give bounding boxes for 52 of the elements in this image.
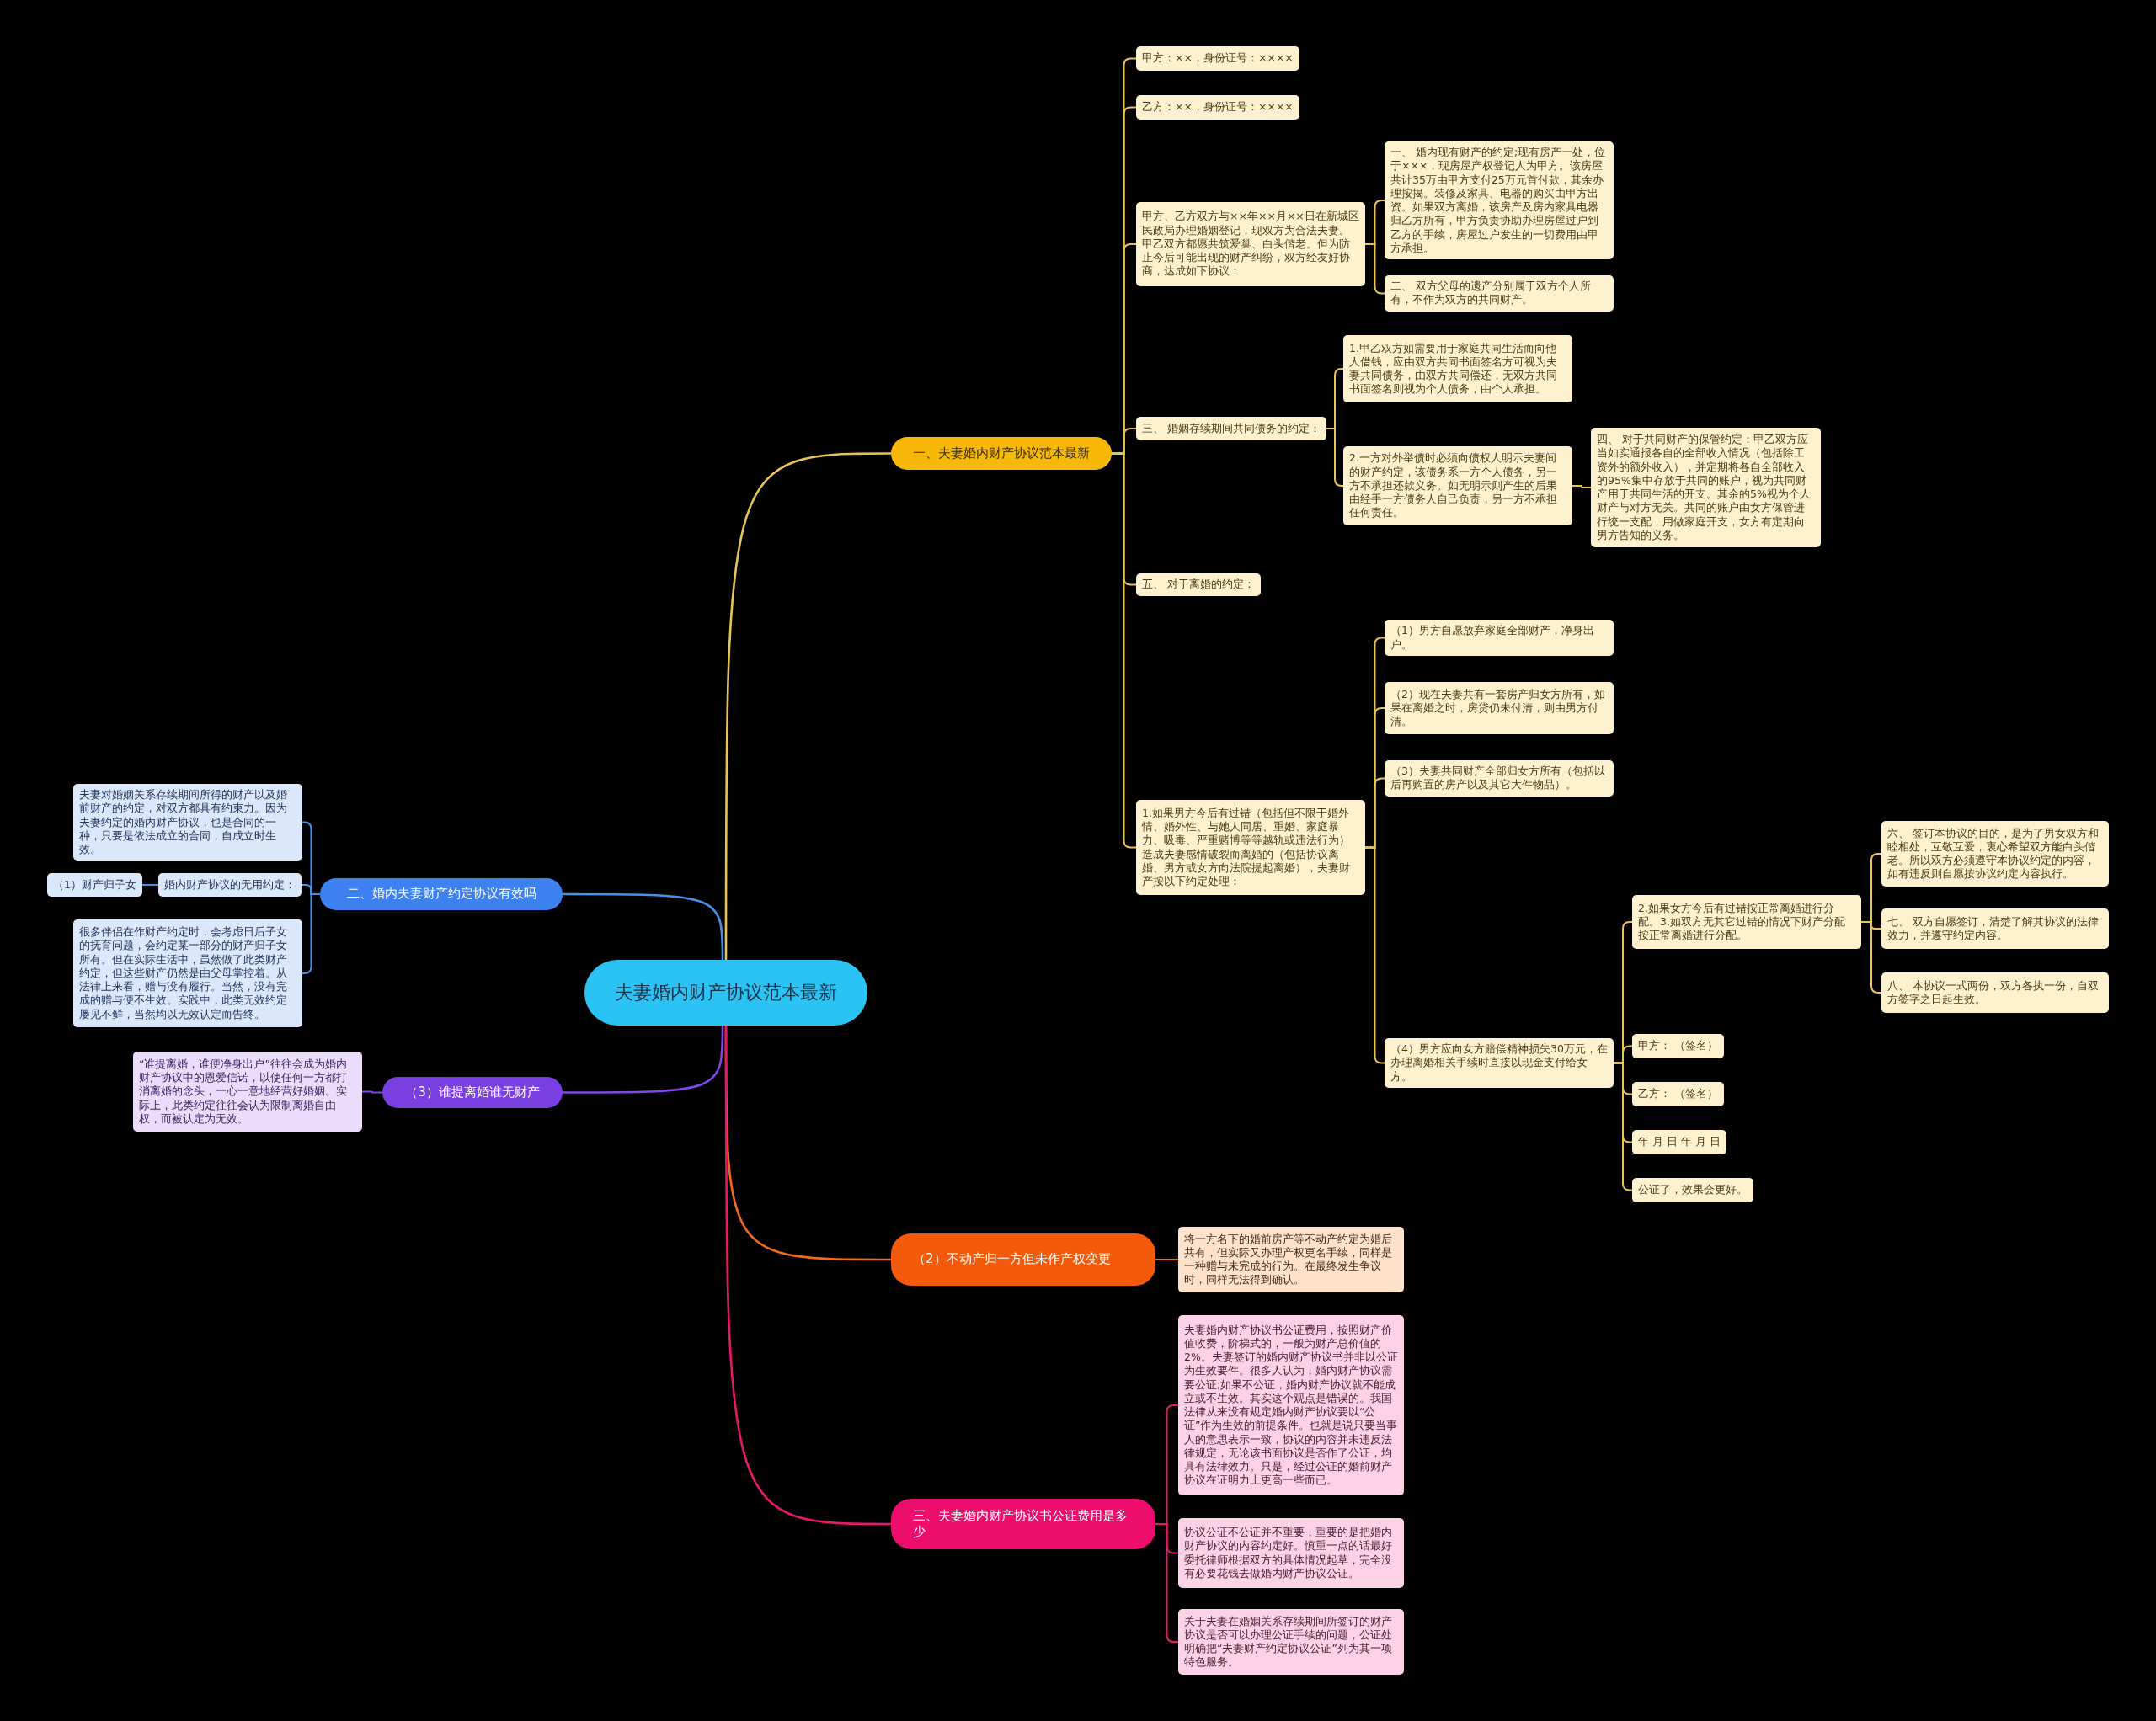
note-card: 乙方：××，身份证号：×××× xyxy=(1136,95,1299,120)
note-card: “谁提离婚，谁便净身出户”往往会成为婚内财产协议中的恩爱信诺，以使任何一方都打消离婚的念头，一心一意地经营好婚姻。实际上，此类约定往往会认为限制离婚自由权，而被认定为无效。 xyxy=(133,1052,362,1132)
connector-line xyxy=(561,892,724,962)
note-card: 七、 双方自愿签订，清楚了解其协议的法律效力，并遵守约定内容。 xyxy=(1881,908,2109,949)
note-card: 甲方： （签名） xyxy=(1632,1034,1724,1058)
connector-line xyxy=(361,1090,383,1094)
connector-line xyxy=(141,884,159,886)
note-card: 1.甲乙双方如需要用于家庭共同生活而向他人借钱，应由双方共同书面签名方可视为夫妻共同债务，由双方共同偿还，无双方共同书面签名则视为个人债务，由个人承担。 xyxy=(1343,335,1572,402)
connector-line xyxy=(724,452,893,962)
note-card: （3）夫妻共同财产全部归女方所有（包括以后再购置的房产以及其它大件物品）。 xyxy=(1385,760,1614,797)
branch-topic: （3）谁提离婚谁无财产 xyxy=(382,1077,563,1108)
connector-line xyxy=(1364,846,1385,1064)
branch-topic: （2）不动产归一方但未作产权变更 xyxy=(891,1233,1155,1286)
note-card: 八、 本协议一式两份，双方各执一份，自双方签字之日起生效。 xyxy=(1881,972,2109,1013)
note-card: 夫妻对婚姻关系存续期间所得的财产以及婚前财产的约定，对双方都具有约束力。因为夫妻约定的婚内财产协议，也是合同的一种，只要是依法成立的合同，自成立时生效。 xyxy=(73,784,302,861)
note-card: （4）男方应向女方赔偿精神损失30万元，在办理离婚相关手续时直接以现金支付给女方。 xyxy=(1385,1038,1614,1088)
note-card: 三、 婚姻存续期间共同债务的约定： xyxy=(1136,417,1326,440)
note-card: 六、 签订本协议的目的，是为了男女双方和睦相处，互敬互爱，衷心希望双方能白头偕老。所以双方必须遵守本协议约定的内容，如有违反则自愿按协议约定内容执行。 xyxy=(1881,821,2109,887)
connector-line xyxy=(1364,243,1385,295)
connector-line xyxy=(1572,485,1592,488)
note-card: 婚内财产协议的无用约定： xyxy=(158,873,302,897)
note-card: 四、 对于共同财产的保管约定：甲乙双方应当如实通报各自的全部收入情况（包括除工资外的额外收入），并定期将各自全部收入的95%集中存放于共同的账户，视为共同财产用于共同生活的开支。其余的5%视为个人财产与对方无关。共同的账户由女方保管进行统一支配，用做家庭开支，女方有定期向男方告知的义务。 xyxy=(1591,428,1821,547)
note-card: 甲方、乙方双方与××年××月××日在新城区民政局办理婚姻登记，现双方为合法夫妻。甲乙双方都愿共筑爱巢、白头偕老。但为防止今后可能出现的财产纠纷，双方经友好协商，达成如下协议： xyxy=(1136,202,1365,286)
note-card: 甲方：××，身份证号：×××× xyxy=(1136,46,1299,71)
note-card: 2.一方对外举债时必须向债权人明示夫妻间的财产约定，该债务系一方个人债务，另一方不承担还款义务。如无明示则产生的后果由经手一方债务人自己负责，另一方不承担任何责任。 xyxy=(1343,446,1572,525)
note-card: 夫妻婚内财产协议书公证费用，按照财产价值收费，阶梯式的，一般为财产总价值的2%。夫妻签订的婚内财产协议书并非以公证为生效要件。很多人认为，婚内财产协议需要公证;如果不公证，婚内财产协议就不能成立或不生效。其实这个观点是错误的。我国法律从来没有规定婚内财产协议要以“公证”作为生效的前提条件。也就是说只要当事人的意思表示一致，协议的内容并未违反法律规定，无论该书面协议是否作了公证，均具有法律效力。只是，经过公证的婚前财产协议在证明力上更高一些而已。 xyxy=(1178,1315,1404,1495)
connector-line xyxy=(1326,428,1344,487)
connector-line xyxy=(1155,1259,1179,1260)
note-card: 2.如果女方今后有过错按正常离婚进行分配。3.如双方无其它过错的情况下财产分配按正常离婚进行分配。 xyxy=(1632,895,1861,949)
note-card: 五、 对于离婚的约定： xyxy=(1136,573,1261,596)
note-card: 1.如果男方今后有过错（包括但不限于婚外情、婚外性、与她人同居、重婚、家庭暴力、吸毒、严重赌博等等越轨或违法行为）造成夫妻感情破裂而离婚的（包括协议离婚、男方或女方向法院提起离婚），夫妻财产按以下约定处理： xyxy=(1136,800,1365,895)
branch-topic: 二、婚内夫妻财产约定协议有效吗 xyxy=(320,878,563,910)
connector-line xyxy=(561,1024,724,1094)
note-card: （2）现在夫妻共有一套房产归女方所有，如果在离婚之时，房贷仍未付清，则由男方付清。 xyxy=(1385,682,1614,734)
connector-line xyxy=(1613,1062,1633,1191)
note-card: 协议公证不公证并不重要，重要的是把婚内财产协议的内容约定好。慎重一点的话最好委托律师根据双方的具体情况起草，完全没有必要花钱去做婚内财产协议公证。 xyxy=(1178,1518,1404,1588)
note-card: 年 月 日 年 月 日 xyxy=(1632,1130,1726,1154)
connector-line xyxy=(724,1024,893,1526)
note-card: 二、 双方父母的遗产分别属于双方个人所有，不作为双方的共同财产。 xyxy=(1385,275,1614,312)
note-card: （1）财产归子女 xyxy=(47,873,142,897)
connector-line xyxy=(1860,921,1882,994)
central-topic: 夫妻婚内财产协议范本最新 xyxy=(584,960,867,1026)
note-card: 关于夫妻在婚姻关系存续期间所签订的财产协议是否可以办理公证手续的问题，公证处明确把“夫妻财产约定协议公证”列为其一项特色服务。 xyxy=(1178,1609,1404,1675)
note-card: 乙方： （签名） xyxy=(1632,1082,1724,1106)
note-card: 一、 婚内现有财产的约定;现有房产一处，位于×××，现房屋产权登记人为甲方。该房屋共计35万由甲方支付25万元首付款，其余办理按揭。装修及家具、电器的购买由甲方出资。如果双方离婚，该房产及房内家具电器归乙方所有，甲方负责协助办理房屋过户到乙方的手续，房屋过户发生的一切费用由甲方承担。 xyxy=(1385,141,1614,259)
branch-topic: 三、夫妻婚内财产协议书公证费用是多少 xyxy=(891,1499,1155,1549)
note-card: 公证了，效果会更好。 xyxy=(1632,1178,1753,1202)
note-card: 将一方名下的婚前房产等不动产约定为婚后共有，但实际又办理产权更名手续，同样是一种赠与未完成的行为。在最终发生争议时，同样无法得到确认。 xyxy=(1178,1227,1404,1292)
connector-line xyxy=(302,893,321,974)
note-card: 很多伴侣在作财产约定时，会考虑日后子女的抚育问题，会约定某一部分的财产归子女所有。但在实际生活中，虽然做了此类财产约定，但这些财产仍然是由父母掌控着。从法律上来看，赠与没有履行。当然，没有完成的赠与便不生效。实践中，此类无效约定屡见不鲜，当然均以无效认定而告终。 xyxy=(73,919,302,1027)
note-card: （1）男方自愿放弃家庭全部财产，净身出户。 xyxy=(1385,620,1614,656)
branch-topic: 一、夫妻婚内财产协议范本最新 xyxy=(891,437,1112,470)
